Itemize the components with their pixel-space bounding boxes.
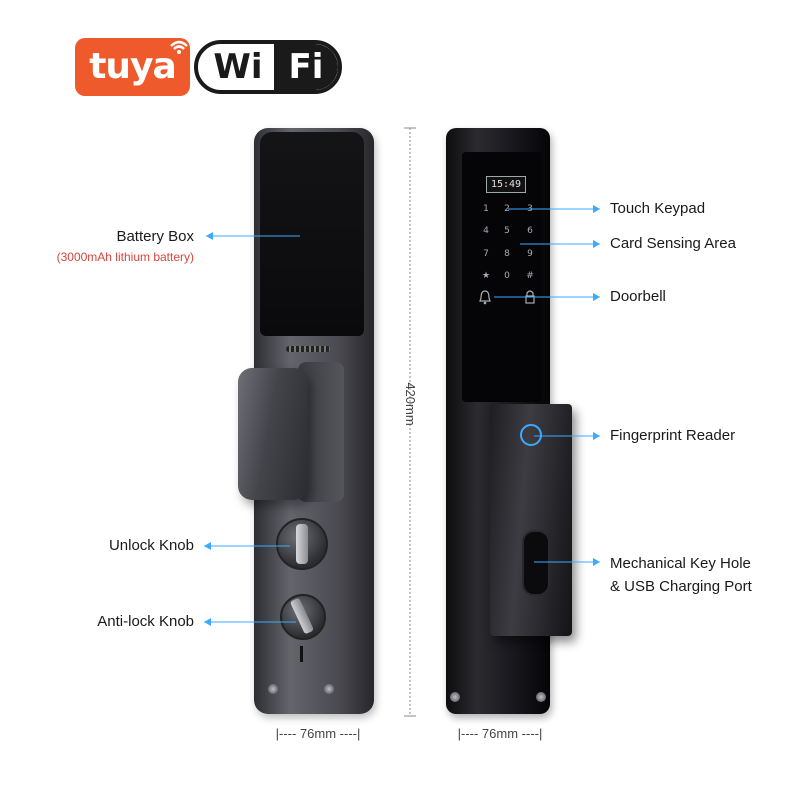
keypad-key[interactable]: 2 [504,204,510,214]
width-dimension-right: |---- 76mm ----| [457,726,543,741]
keypad-key[interactable]: 8 [504,249,510,259]
screw-icon [324,684,334,694]
keypad-key[interactable]: # [526,271,534,281]
battery-box-label: Battery Box [116,228,194,245]
tuya-logo-text: tuya [89,46,177,87]
screw-icon [450,692,460,702]
wifi-logo: Wi Fi [194,40,342,94]
unlock-knob-label: Unlock Knob [108,537,194,554]
tuya-logo: tuya [75,38,190,96]
wifi-logo-fi: Fi [274,44,338,90]
keypad-key[interactable]: 0 [504,271,510,281]
doorbell-label: Doorbell [610,288,666,305]
fingerprint-label: Fingerprint Reader [610,427,736,444]
lock-icon[interactable] [524,289,536,305]
battery-box-cover [260,132,364,336]
keypad-key[interactable]: ★ [481,271,491,281]
keypad-key[interactable]: 5 [504,226,510,236]
keypad-key[interactable]: 4 [483,226,489,236]
vent-grille [286,346,330,352]
anti-lock-knob-label: Anti-lock Knob [97,613,194,630]
key-hole-cover[interactable] [522,530,550,596]
anti-lock-indicator [300,646,303,662]
battery-note-label: (3000mAh lithium battery) [56,250,194,264]
card-sensing-label: Card Sensing Area [610,235,736,252]
keypad-key[interactable]: 6 [527,226,533,236]
wifi-logo-wi: Wi [213,47,263,87]
unlock-knob-bar [296,524,308,564]
keypad-key[interactable]: 7 [483,249,489,259]
touch-keypad-label: Touch Keypad [610,200,706,217]
wifi-signal-icon [170,40,188,54]
keypad-key[interactable]: 9 [527,249,533,259]
anti-lock-knob [280,594,326,640]
keypad-key[interactable]: 1 [483,204,489,214]
bell-icon[interactable] [478,289,492,305]
width-dimension-left: |---- 76mm ----| [275,726,361,741]
screw-icon [268,684,278,694]
screw-icon [536,692,546,702]
fingerprint-sensor-icon[interactable] [520,424,542,446]
keypad-panel [462,152,542,402]
usb-port-label: & USB Charging Port [610,578,752,595]
clock-display: 15:49 [486,176,526,193]
key-hole-label: Mechanical Key Hole [610,555,751,572]
height-dimension: 420mm [403,382,418,426]
inner-handle [238,368,308,500]
unlock-knob [276,518,328,570]
